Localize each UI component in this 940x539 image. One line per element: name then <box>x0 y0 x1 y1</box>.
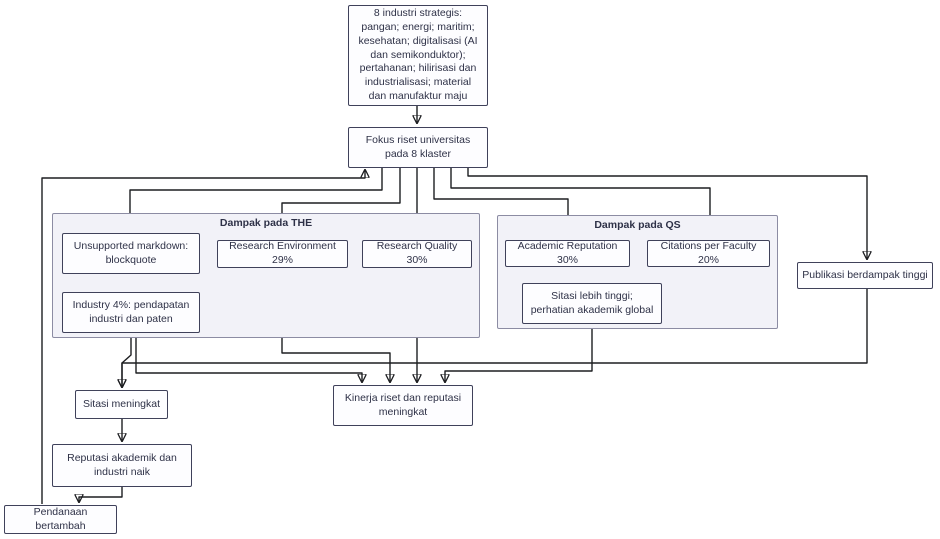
node-publikasi-berdampak: Publikasi berdampak tinggi <box>797 262 933 289</box>
cluster-dampak-the: Dampak pada THE <box>52 213 480 338</box>
node-research-quality: Research Quality 30% <box>362 240 472 268</box>
node-pendanaan-bertambah: Pendanaan bertambah <box>4 505 117 534</box>
node-fokus-riset: Fokus riset universitas pada 8 klaster <box>348 127 488 168</box>
node-research-environment: Research Environment 29% <box>217 240 348 268</box>
node-unsupported-markdown: Unsupported markdown: blockquote <box>62 233 200 274</box>
node-citations-per-faculty: Citations per Faculty 20% <box>647 240 770 267</box>
edge-reputasi-to-pendanaan <box>79 487 123 502</box>
node-kinerja-riset: Kinerja riset dan reputasi meningkat <box>333 385 473 426</box>
cluster-dampak-qs-label: Dampak pada QS <box>594 219 681 231</box>
edge-industry4-to-kinerja <box>135 333 362 382</box>
node-industri-strategis: 8 industri strategis: pangan; energi; ma… <box>348 5 488 106</box>
edge-industry4-to-sitasi-meningkat <box>122 333 132 387</box>
node-reputasi-akademik: Reputasi akademik dan industri naik <box>52 444 192 487</box>
node-industry-4: Industry 4%: pendapatan industri dan pat… <box>62 292 200 333</box>
node-sitasi-meningkat: Sitasi meningkat <box>75 390 168 419</box>
node-academic-reputation: Academic Reputation 30% <box>505 240 630 267</box>
node-sitasi-lebih-tinggi: Sitasi lebih tinggi; perhatian akademik … <box>522 283 662 324</box>
cluster-dampak-the-label: Dampak pada THE <box>219 217 313 229</box>
